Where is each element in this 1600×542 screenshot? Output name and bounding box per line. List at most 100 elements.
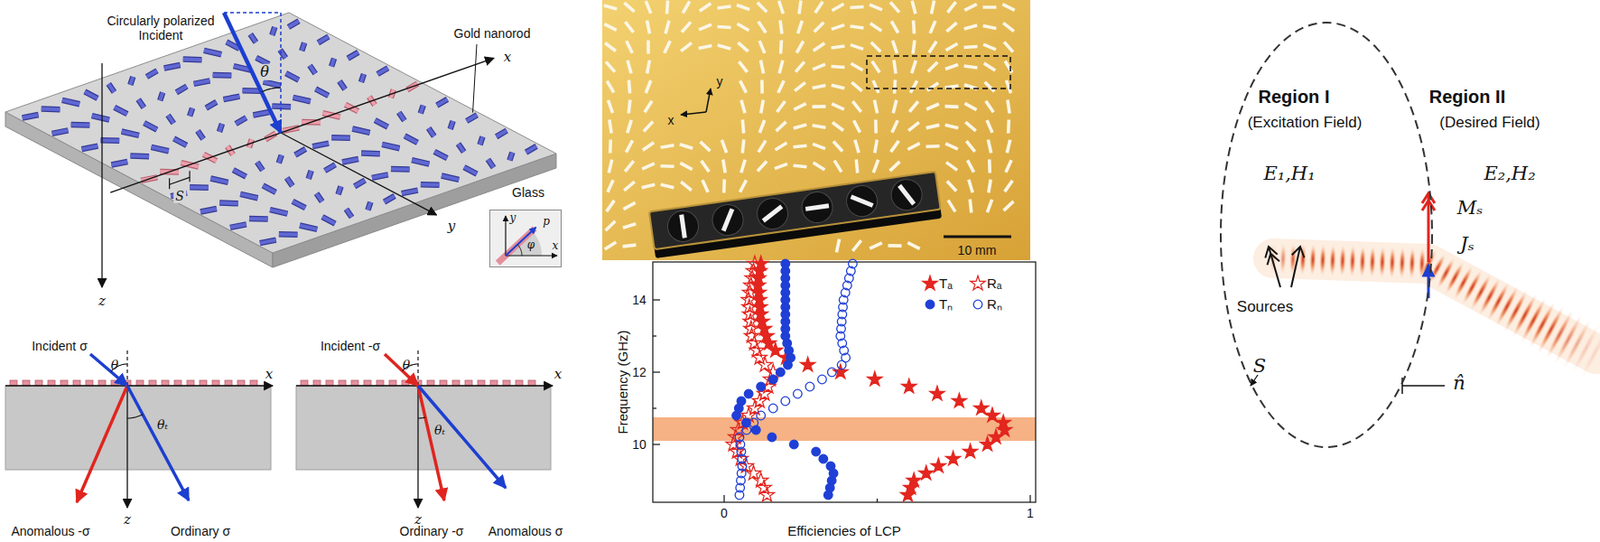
rod-antenna [762,204,784,224]
gold-nanorod [82,146,99,149]
gold-nanorod [450,120,454,130]
rod-antenna [925,144,940,149]
unit-cell [754,195,790,231]
tick-mark [652,298,661,300]
rod-antenna [777,0,785,14]
z-axis [101,63,103,288]
region-outline: Region I(Excitation Field)E₁,H₁Sources [1218,20,1434,449]
gold-nanorod [204,50,222,55]
nanorod-section [351,380,359,386]
angle-arc [261,87,281,93]
rod-antenna [660,164,674,168]
gold-nanorod [84,91,98,98]
x-axis [110,57,494,193]
rod-antenna [946,0,958,14]
gold-nanorod [496,130,508,138]
gold-nanorod [509,152,512,161]
rod-antenna [851,100,863,113]
inset-drawing [490,210,563,269]
tick-mark [1029,494,1031,503]
gold-nanorod [232,169,246,177]
gold-nanorod [404,135,418,142]
nanorod-section [250,380,258,386]
rod-antenna [698,140,711,153]
angle-label: θ [258,64,271,81]
rod-antenna [811,123,826,130]
region-title: Region II [1429,86,1506,108]
gold-nanorod [312,143,329,147]
tick-label: 12 [632,364,647,380]
data-marker [826,461,836,471]
gold-nanorod [279,232,298,237]
rod-antenna [642,100,653,114]
gold-nanorod [205,102,217,109]
plot-frame [652,261,1036,503]
rod-antenna [716,25,731,30]
rod-antenna [982,24,996,30]
rod-antenna [646,39,651,54]
wavefront [1288,242,1297,276]
data-marker [930,457,947,473]
gold-nanorod [121,130,140,135]
gold-nanorod [22,114,39,118]
projection-dash [223,11,281,14]
rod-antenna [660,183,674,190]
gold-nanorod [249,216,269,222]
gold-nanorod [466,114,478,121]
gold-nanorod [399,111,405,121]
gold-nanorod [309,65,316,74]
rod-antenna [926,81,940,92]
legend-label: Tₙ [939,296,953,312]
gold-nanorod [466,114,478,121]
rod-antenna [760,79,764,94]
rod-antenna [985,119,994,133]
gold-nanorod [331,135,351,140]
rod-antenna [1002,21,1015,33]
gold-nanorod [487,158,494,168]
gold-nanorod [361,151,381,157]
rod-antenna [1006,119,1011,133]
rod-antenna [852,120,862,134]
rod-antenna [805,203,829,212]
data-marker [768,374,778,384]
nanorod-section [9,380,18,386]
gold-nanorod [420,105,424,114]
z-axis [417,385,419,508]
rod-antenna [854,158,859,173]
gold-nanorod [205,102,217,109]
unit-cell [665,208,700,243]
wavefront [1358,244,1367,278]
photo-ground [602,0,1031,261]
data-marker [995,414,1012,429]
gold-nanorod [309,65,316,74]
gold-nanorod [411,159,429,164]
data-marker [734,432,745,442]
legend-label: Rₙ [986,296,1003,312]
scale-bar [943,235,1012,239]
legend-label: Rₐ [986,275,1002,291]
rod-antenna [624,139,634,154]
rod-antenna [623,180,636,192]
nanorod-section [427,380,435,386]
wavefront [1407,246,1416,280]
tick-mark [652,443,661,445]
rod-antenna [830,23,845,31]
nanorod-section [212,380,220,386]
rod-antenna [982,42,996,51]
arrow-chevron [1265,246,1277,259]
gold-nanorod [374,120,388,127]
gold-nanorod [287,177,293,187]
rod-antenna [874,119,878,133]
rod-antenna [645,19,652,34]
region-boundary [1218,20,1434,449]
data-marker [985,407,1001,422]
gold-nanorod [354,180,366,187]
gold-nanorod [317,37,329,44]
rod-antenna [811,62,826,71]
rod-antenna [930,0,937,14]
rod-antenna [736,41,750,54]
rod-antenna [870,60,881,74]
rod-antenna [741,119,746,133]
rod-antenna [893,79,897,94]
